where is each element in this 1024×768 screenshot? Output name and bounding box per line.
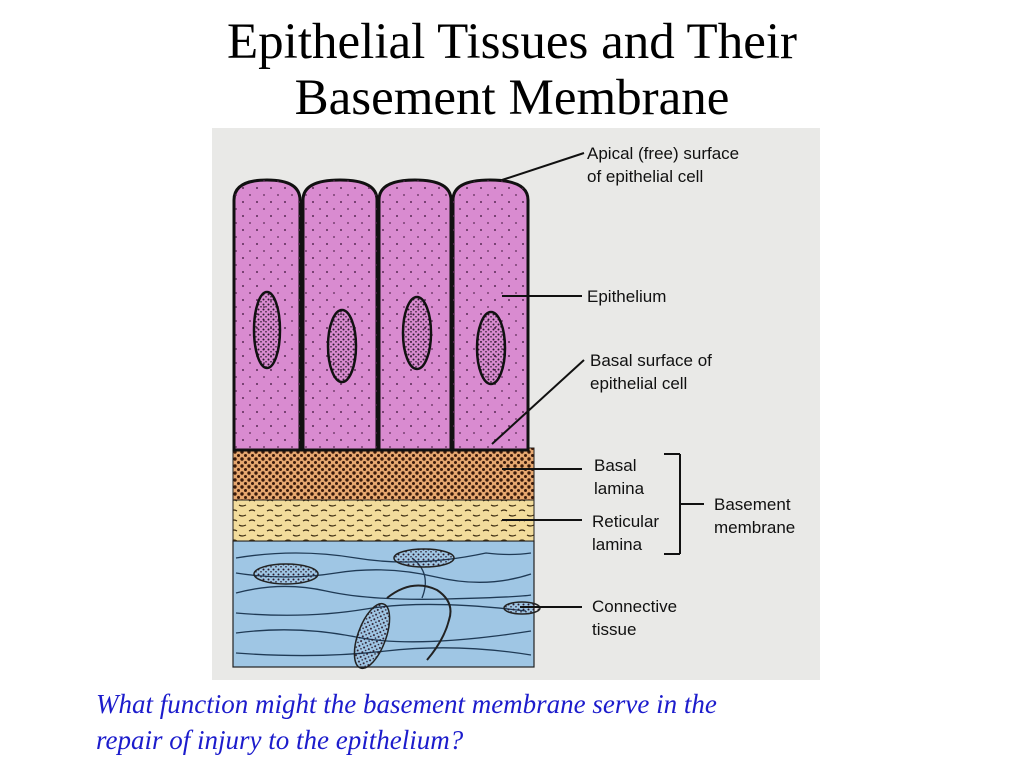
epithelial-cell xyxy=(451,178,530,452)
nucleus xyxy=(475,310,507,386)
slide-title: Epithelial Tissues and Their Basement Me… xyxy=(0,14,1024,126)
apical-surface-label: Apical (free) surface of epithelial cell xyxy=(587,144,740,186)
nucleus xyxy=(401,295,433,371)
leader-lines xyxy=(491,152,704,608)
question-line-1: What function might the basement membran… xyxy=(96,689,717,719)
reticular-lamina-label: Reticular lamina xyxy=(592,512,660,554)
basal-lamina-label: Basal lamina xyxy=(594,456,645,498)
connective-tissue-layer xyxy=(232,540,541,670)
title-line-2: Basement Membrane xyxy=(294,70,730,126)
basal-surface-label: Basal surface of epithelial cell xyxy=(590,351,712,393)
epithelial-cell xyxy=(377,178,453,452)
epithelial-cell xyxy=(301,178,379,452)
epithelial-cell xyxy=(232,178,302,452)
epithelium-diagram: Apical (free) surface of epithelial cell… xyxy=(212,128,820,680)
epithelial-cells xyxy=(232,178,530,452)
connective-tissue-label: Connective tissue xyxy=(592,597,678,639)
nucleus xyxy=(252,290,282,370)
epithelium-label: Epithelium xyxy=(587,287,667,306)
discussion-question: What function might the basement membran… xyxy=(96,686,956,758)
basement-membrane-label: Basement membrane xyxy=(714,495,796,537)
title-line-1: Epithelial Tissues and Their xyxy=(227,14,797,70)
question-line-2: repair of injury to the epithelium? xyxy=(96,725,464,755)
nucleus xyxy=(326,308,358,384)
